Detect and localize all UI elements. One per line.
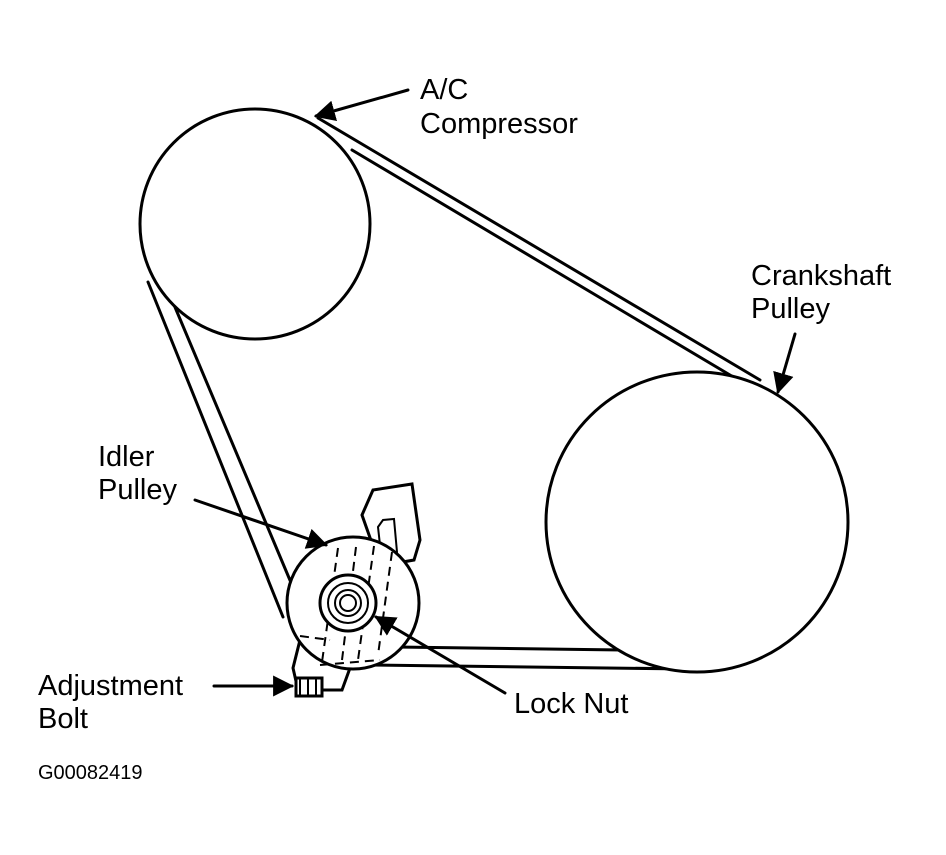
idler-pulley-assembly — [285, 482, 422, 698]
idler-pulley-label-line2: Pulley — [98, 474, 177, 506]
ac-compressor-pulley — [138, 107, 372, 341]
lock-nut-label: Lock Nut — [514, 688, 628, 720]
adjustment-bolt — [294, 676, 324, 698]
adjustment-bolt-label-line1: Adjustment — [38, 670, 183, 702]
drive-belt — [146, 116, 762, 671]
crankshaft-pulley — [544, 370, 850, 674]
ac-compressor-label-line1: A/C — [420, 74, 468, 106]
figure-id: G00082419 — [38, 762, 143, 784]
leader-arrows — [193, 88, 797, 697]
crankshaft-label-line1: Crankshaft — [751, 260, 891, 292]
lock-nut-arrow — [374, 615, 507, 695]
lock-nut — [318, 573, 378, 633]
ac-compressor-arrow — [313, 88, 410, 121]
hidden-bracket-outline — [299, 545, 393, 666]
adjustment-bolt-label-line2: Bolt — [38, 703, 88, 735]
crankshaft-label-line2: Pulley — [751, 293, 830, 325]
idler-pulley-label-line1: Idler — [98, 441, 155, 473]
idler-pulley-arrow — [193, 498, 328, 549]
crankshaft-arrow — [773, 332, 797, 395]
ac-compressor-label-line2: Compressor — [420, 108, 578, 140]
